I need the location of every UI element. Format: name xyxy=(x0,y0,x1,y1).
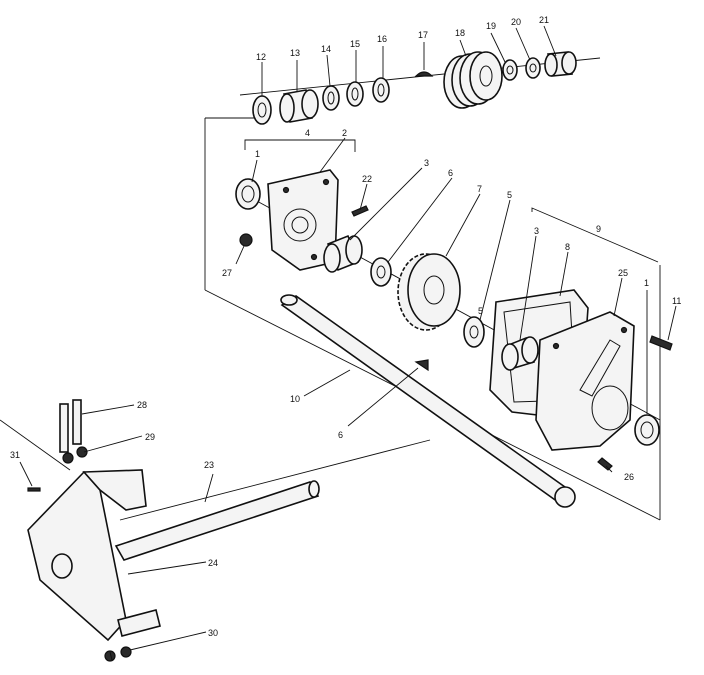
part-22-screw xyxy=(351,205,369,217)
callout-5: 5 xyxy=(507,190,512,200)
callout-22: 22 xyxy=(362,174,372,184)
part-18-worm-gear xyxy=(443,51,503,109)
callout-1: 1 xyxy=(255,149,260,159)
callout-20: 20 xyxy=(511,17,521,27)
part-20-washer xyxy=(525,57,541,79)
callout-3b: 3 xyxy=(534,226,539,236)
callout-23: 23 xyxy=(204,460,214,470)
callout-labels: 12 13 14 15 16 17 18 19 20 21 4 1 2 22 3… xyxy=(10,15,681,638)
part-5b-washer xyxy=(463,316,485,348)
part-23-drive-shaft xyxy=(114,480,320,561)
callout-5b: 5 xyxy=(478,306,483,316)
callout-17: 17 xyxy=(418,30,428,40)
callout-28: 28 xyxy=(137,400,147,410)
part-3-bearing xyxy=(323,234,363,273)
part-21-bushing xyxy=(544,51,577,77)
part-15-washer xyxy=(346,81,364,107)
callout-1b: 1 xyxy=(644,278,649,288)
callout-16: 16 xyxy=(377,34,387,44)
callout-19: 19 xyxy=(486,21,496,31)
callout-13: 13 xyxy=(290,48,300,58)
callout-27: 27 xyxy=(222,268,232,278)
part-24-bracket xyxy=(27,469,161,642)
callout-7: 7 xyxy=(477,184,482,194)
callout-8: 8 xyxy=(565,242,570,252)
callout-31: 31 xyxy=(10,450,20,460)
part-1b-seal xyxy=(634,414,660,446)
callout-6: 6 xyxy=(448,168,453,178)
part-2-gear-housing-left xyxy=(267,169,339,271)
callout-4: 4 xyxy=(305,128,310,138)
leader-lines xyxy=(19,25,677,661)
callout-29: 29 xyxy=(145,432,155,442)
callout-21: 21 xyxy=(539,15,549,25)
callout-24: 24 xyxy=(208,558,218,568)
callout-14: 14 xyxy=(321,44,331,54)
callout-12: 12 xyxy=(256,52,266,62)
part-10-shaft xyxy=(280,294,576,508)
callout-18: 18 xyxy=(455,28,465,38)
callout-25: 25 xyxy=(618,268,628,278)
part-11-screw xyxy=(649,335,673,351)
callout-2: 2 xyxy=(342,128,347,138)
callout-11: 11 xyxy=(672,296,681,306)
callout-30: 30 xyxy=(208,628,218,638)
part-27-nut xyxy=(239,233,253,247)
part-31-pin xyxy=(27,487,41,492)
part-19-washer xyxy=(502,59,518,81)
part-12-washer xyxy=(252,95,272,125)
callout-15: 15 xyxy=(350,39,360,49)
part-29-nuts xyxy=(62,446,88,464)
part-14-washer xyxy=(322,85,340,111)
callout-6b: 6 xyxy=(338,430,343,440)
callout-10: 10 xyxy=(290,394,300,404)
part-3b-bearing xyxy=(501,336,539,371)
part-16-washer xyxy=(372,77,390,103)
part-13-bushing xyxy=(279,89,319,123)
part-28-bolts xyxy=(59,399,82,453)
callout-3: 3 xyxy=(424,158,429,168)
callout-9: 9 xyxy=(596,224,601,234)
part-6-key xyxy=(414,359,429,372)
part-1-seal xyxy=(235,178,261,210)
part-5-washer xyxy=(370,257,392,287)
part-17-key xyxy=(414,71,434,77)
part-26-screw xyxy=(597,457,613,471)
part-7-spur-gear xyxy=(397,253,461,331)
callout-26: 26 xyxy=(624,472,634,482)
part-30-nuts xyxy=(104,646,132,662)
